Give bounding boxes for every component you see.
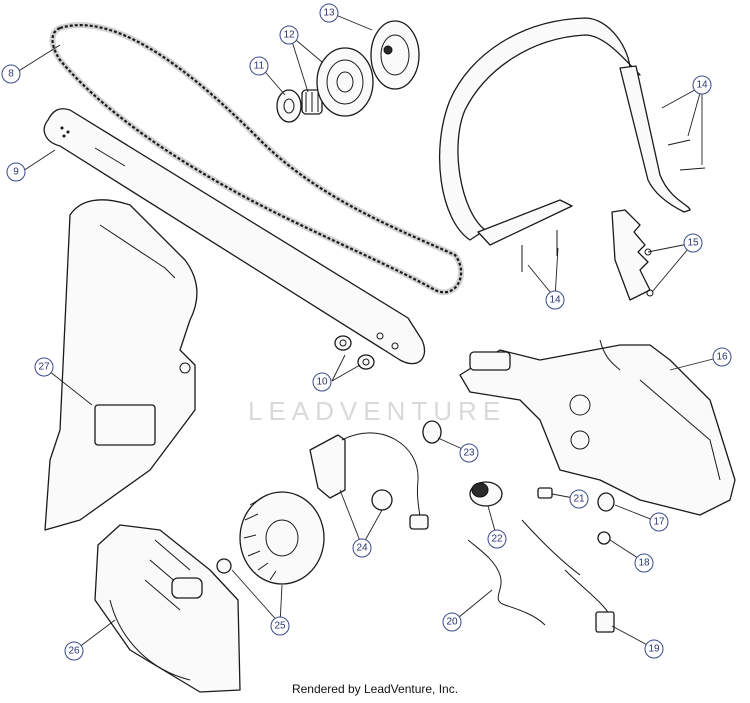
svg-text:8: 8	[8, 69, 14, 80]
svg-text:24: 24	[356, 543, 368, 554]
callout-14-top: 14	[692, 75, 712, 95]
callout-27: 27	[34, 357, 54, 377]
callout-13: 13	[319, 3, 339, 23]
ignition-coil-part	[309, 432, 429, 530]
clutch-assembly-part	[276, 20, 420, 123]
footer-credit: Rendered by LeadVenture, Inc.	[291, 682, 459, 696]
svg-text:10: 10	[316, 377, 328, 388]
handle-bar-part	[439, 17, 706, 272]
svg-text:18: 18	[638, 558, 650, 569]
callout-8: 8	[1, 64, 21, 84]
svg-text:13: 13	[323, 8, 335, 19]
svg-text:26: 26	[68, 646, 80, 657]
callout-10: 10	[312, 372, 332, 392]
callout-16: 16	[712, 347, 732, 367]
svg-text:16: 16	[716, 352, 728, 363]
callout-14-bottom: 14	[545, 290, 565, 310]
svg-text:21: 21	[573, 494, 585, 505]
callout-18: 18	[634, 553, 654, 573]
flywheel-part	[216, 491, 325, 585]
callout-21: 21	[569, 489, 589, 509]
chain-brake-cover-part	[44, 199, 198, 531]
engine-housing-part	[459, 339, 736, 516]
svg-text:14: 14	[696, 80, 708, 91]
tank-caps-part	[422, 420, 503, 507]
svg-text:17: 17	[653, 517, 665, 528]
svg-text:20: 20	[446, 617, 458, 628]
callout-15: 15	[683, 233, 703, 253]
watermark: LEADVENTURE	[248, 396, 506, 426]
svg-text:19: 19	[648, 644, 660, 655]
svg-text:25: 25	[274, 621, 286, 632]
callout-22: 22	[487, 529, 507, 549]
svg-text:22: 22	[491, 534, 503, 545]
bumper-spike-part	[611, 209, 654, 301]
saw-chain-part	[49, 22, 464, 296]
callout-19: 19	[644, 639, 664, 659]
svg-text:11: 11	[254, 61, 265, 72]
ignition-small-parts	[467, 487, 615, 633]
bar-nuts-part	[334, 335, 375, 370]
callout-17: 17	[649, 512, 669, 532]
callout-11: 11	[249, 56, 269, 76]
callout-20: 20	[442, 612, 462, 632]
starter-housing-part	[94, 524, 241, 693]
svg-text:27: 27	[38, 362, 50, 373]
callout-25: 25	[270, 616, 290, 636]
svg-text:14: 14	[549, 295, 561, 306]
callout-9: 9	[6, 162, 26, 182]
svg-text:12: 12	[283, 30, 295, 41]
callout-12: 12	[279, 25, 299, 45]
svg-text:15: 15	[687, 238, 699, 249]
callout-23: 23	[459, 443, 479, 463]
guide-bar-part	[43, 108, 426, 365]
callout-26: 26	[64, 641, 84, 661]
callout-24: 24	[352, 538, 372, 558]
svg-text:23: 23	[463, 448, 475, 459]
svg-text:9: 9	[13, 167, 19, 178]
